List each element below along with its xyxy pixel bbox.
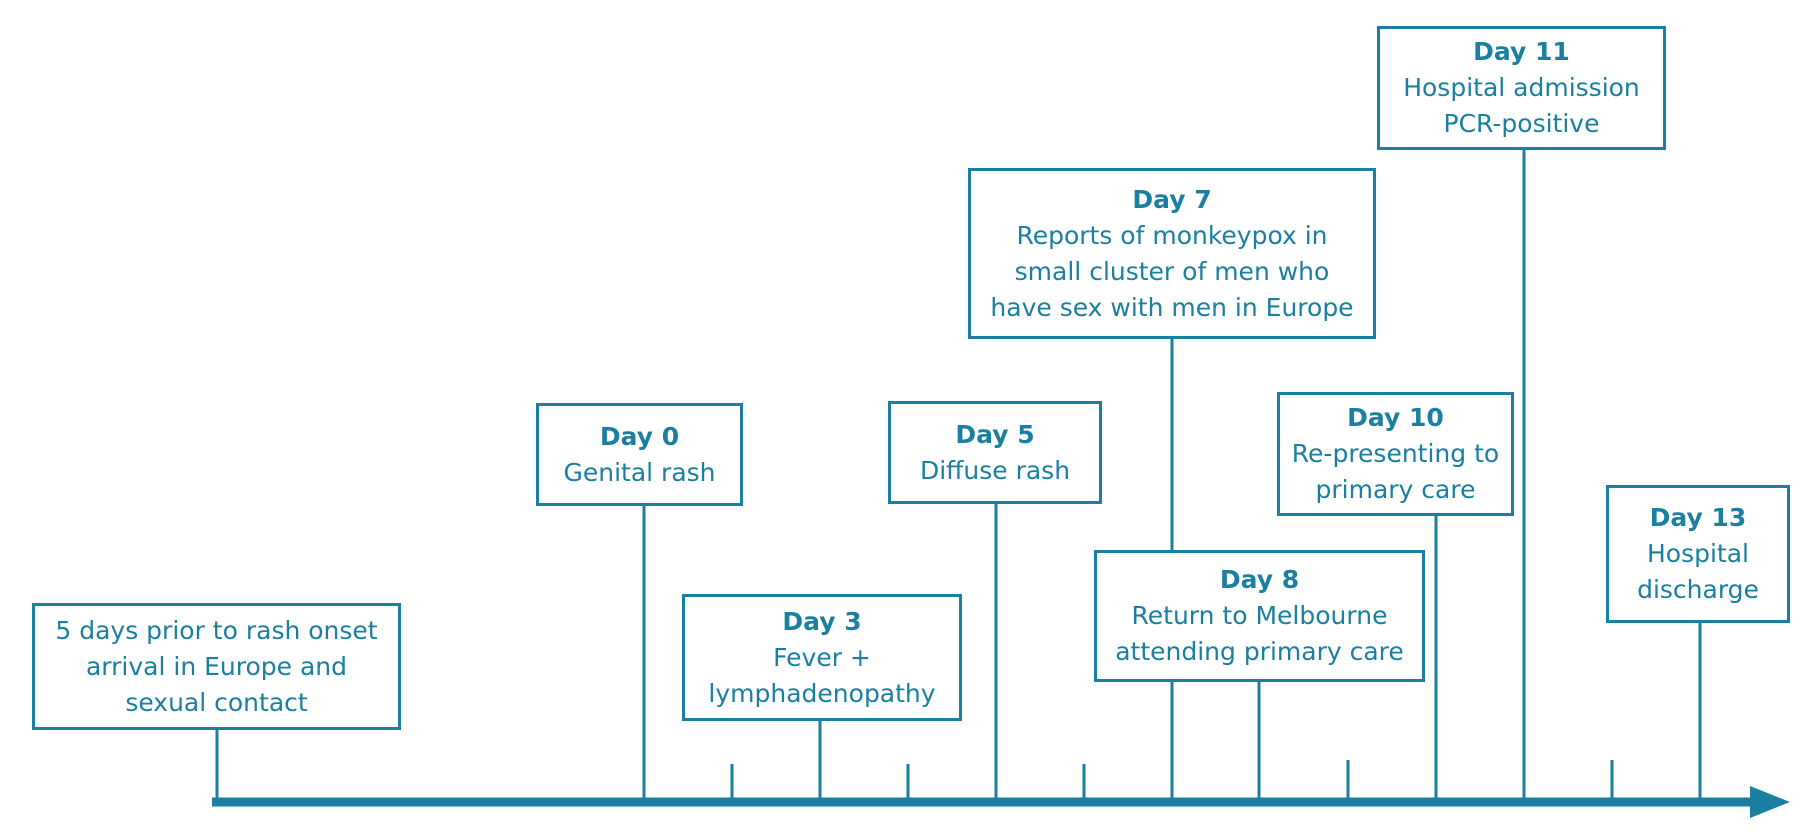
event-line: Diffuse rash	[919, 455, 1071, 485]
event-day-label: Day 7	[1132, 184, 1212, 214]
event-box-prior: 5 days prior to rash onset arrival in Eu…	[32, 603, 401, 730]
event-line: Genital rash	[563, 457, 716, 487]
event-line: Return to Melbourne	[1131, 601, 1388, 630]
timeline-arrow-head	[1750, 786, 1790, 818]
event-day-label: Day 13	[1649, 503, 1747, 532]
event-line: primary care	[1315, 475, 1476, 504]
event-box-day13: Day 13 Hospital discharge	[1606, 485, 1790, 623]
event-day-label: Day 11	[1473, 37, 1570, 66]
event-day-label: Day 10	[1347, 403, 1444, 432]
event-box-day5: Day 5 Diffuse rash	[888, 401, 1102, 504]
event-box-day10: Day 10 Re-presenting to primary care	[1277, 392, 1514, 516]
event-line: arrival in Europe and	[85, 651, 348, 681]
event-line: sexual contact	[125, 687, 308, 717]
event-box-day3: Day 3 Fever + lymphadenopathy	[682, 594, 962, 721]
event-box-day0: Day 0 Genital rash	[536, 403, 743, 506]
event-box-day8: Day 8 Return to Melbourne attending prim…	[1094, 550, 1425, 682]
event-day-label: Day 8	[1219, 565, 1300, 594]
event-line: small cluster of men who	[1014, 256, 1330, 286]
event-day-label: Day 3	[782, 606, 862, 636]
event-box-day7: Day 7 Reports of monkeypox in small clus…	[968, 168, 1376, 339]
event-line: have sex with men in Europe	[990, 292, 1354, 322]
event-line: Re-presenting to	[1291, 439, 1500, 468]
event-day-label: Day 0	[599, 421, 680, 451]
event-line: lymphadenopathy	[708, 678, 936, 708]
event-line: Hospital admission	[1403, 73, 1640, 102]
event-line: Fever +	[773, 642, 871, 672]
event-line: attending primary care	[1115, 637, 1404, 666]
event-box-day11: Day 11 Hospital admission PCR-positive	[1377, 26, 1666, 150]
event-line: PCR-positive	[1443, 109, 1600, 138]
event-line: Hospital	[1646, 539, 1749, 568]
event-line: Reports of monkeypox in	[1016, 220, 1328, 250]
event-line: discharge	[1637, 575, 1759, 604]
event-day-label: Day 5	[955, 419, 1035, 449]
event-line: 5 days prior to rash onset	[55, 615, 378, 645]
